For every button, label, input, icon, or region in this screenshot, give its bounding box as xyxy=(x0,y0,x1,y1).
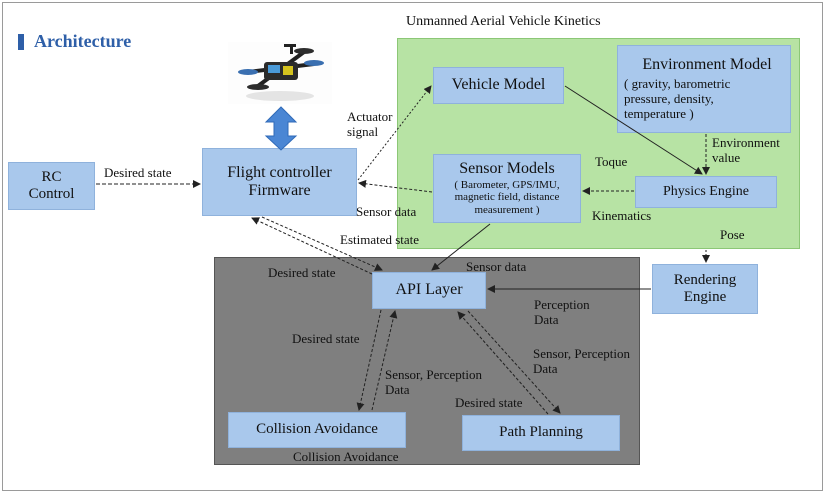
rc-control-box: RC Control xyxy=(8,162,95,210)
sensor-models-box: Sensor Models ( Barometer, GPS/IMU, magn… xyxy=(433,154,581,223)
path-planning-label: Path Planning xyxy=(499,424,583,441)
rendering-engine-box: Rendering Engine xyxy=(652,264,758,314)
label-sensor-perception-pp: Sensor, Perception Data xyxy=(533,346,630,376)
rc-control-label: RC Control xyxy=(28,168,75,202)
arrow-estimated-state xyxy=(261,216,383,271)
environment-model-box: Environment Model ( gravity, barometric … xyxy=(617,45,791,133)
label-desired-state-ca: Desired state xyxy=(292,331,360,346)
flight-controller-label: Flight controller Firmware xyxy=(227,163,332,199)
vehicle-model-label: Vehicle Model xyxy=(451,76,546,94)
label-pose: Pose xyxy=(720,227,745,242)
api-layer-box: API Layer xyxy=(372,272,486,309)
arrow-sensor-perception-pp xyxy=(467,310,561,414)
vehicle-model-box: Vehicle Model xyxy=(433,67,564,104)
arrow-sensor-perception-ca xyxy=(371,310,398,411)
physics-engine-label: Physics Engine xyxy=(663,183,749,199)
arrow-sensor-data-fc xyxy=(358,179,433,193)
sensor-models-title: Sensor Models xyxy=(459,160,555,178)
drone-image xyxy=(228,42,332,104)
label-perception-data: Perception Data xyxy=(534,297,590,327)
arrow-desired-state-pp xyxy=(457,311,549,415)
collision-avoidance-box: Collision Avoidance xyxy=(228,412,406,448)
rendering-engine-label: Rendering Engine xyxy=(673,271,737,305)
environment-model-detail: ( gravity, barometric pressure, density,… xyxy=(624,75,731,121)
arrow-sensor-data-api xyxy=(431,223,491,271)
label-sensor-data-api: Sensor data xyxy=(466,259,527,274)
label-sensor-perception-ca: Sensor, Perception Data xyxy=(385,367,482,397)
label-desired-state-rc: Desired state xyxy=(104,165,172,180)
quadcopter-drone-icon xyxy=(238,44,324,101)
title-accent-bar xyxy=(18,34,24,50)
slide-title: Architecture xyxy=(34,31,132,51)
double-arrow-icon xyxy=(264,106,298,151)
sensor-models-detail: ( Barometer, GPS/IMU, magnetic field, di… xyxy=(454,178,560,217)
label-environment-value: Environment value xyxy=(712,135,780,165)
arrow-desired-state-fc xyxy=(251,217,373,275)
label-toque: Toque xyxy=(595,154,628,169)
arrow-desired-state-ca xyxy=(356,309,382,411)
path-planning-box: Path Planning xyxy=(462,415,620,451)
environment-model-title: Environment Model xyxy=(642,56,772,74)
label-collision-avoidance-caption: Collision Avoidance xyxy=(293,449,399,464)
label-desired-state-api-left: Desired state xyxy=(268,265,336,280)
label-desired-state-pp: Desired state xyxy=(455,395,523,410)
api-layer-label: API Layer xyxy=(395,281,463,299)
arrow-vehicle-to-physics xyxy=(564,85,703,175)
label-estimated-state: Estimated state xyxy=(340,232,420,247)
label-kinematics: Kinematics xyxy=(592,208,652,223)
collision-avoidance-label: Collision Avoidance xyxy=(256,421,378,438)
label-sensor-data-fc: Sensor data xyxy=(356,204,417,219)
physics-engine-box: Physics Engine xyxy=(635,176,777,208)
uav-region-title: Unmanned Aerial Vehicle Kinetics xyxy=(406,14,601,29)
label-actuator-signal: Actuator signal xyxy=(347,109,393,139)
